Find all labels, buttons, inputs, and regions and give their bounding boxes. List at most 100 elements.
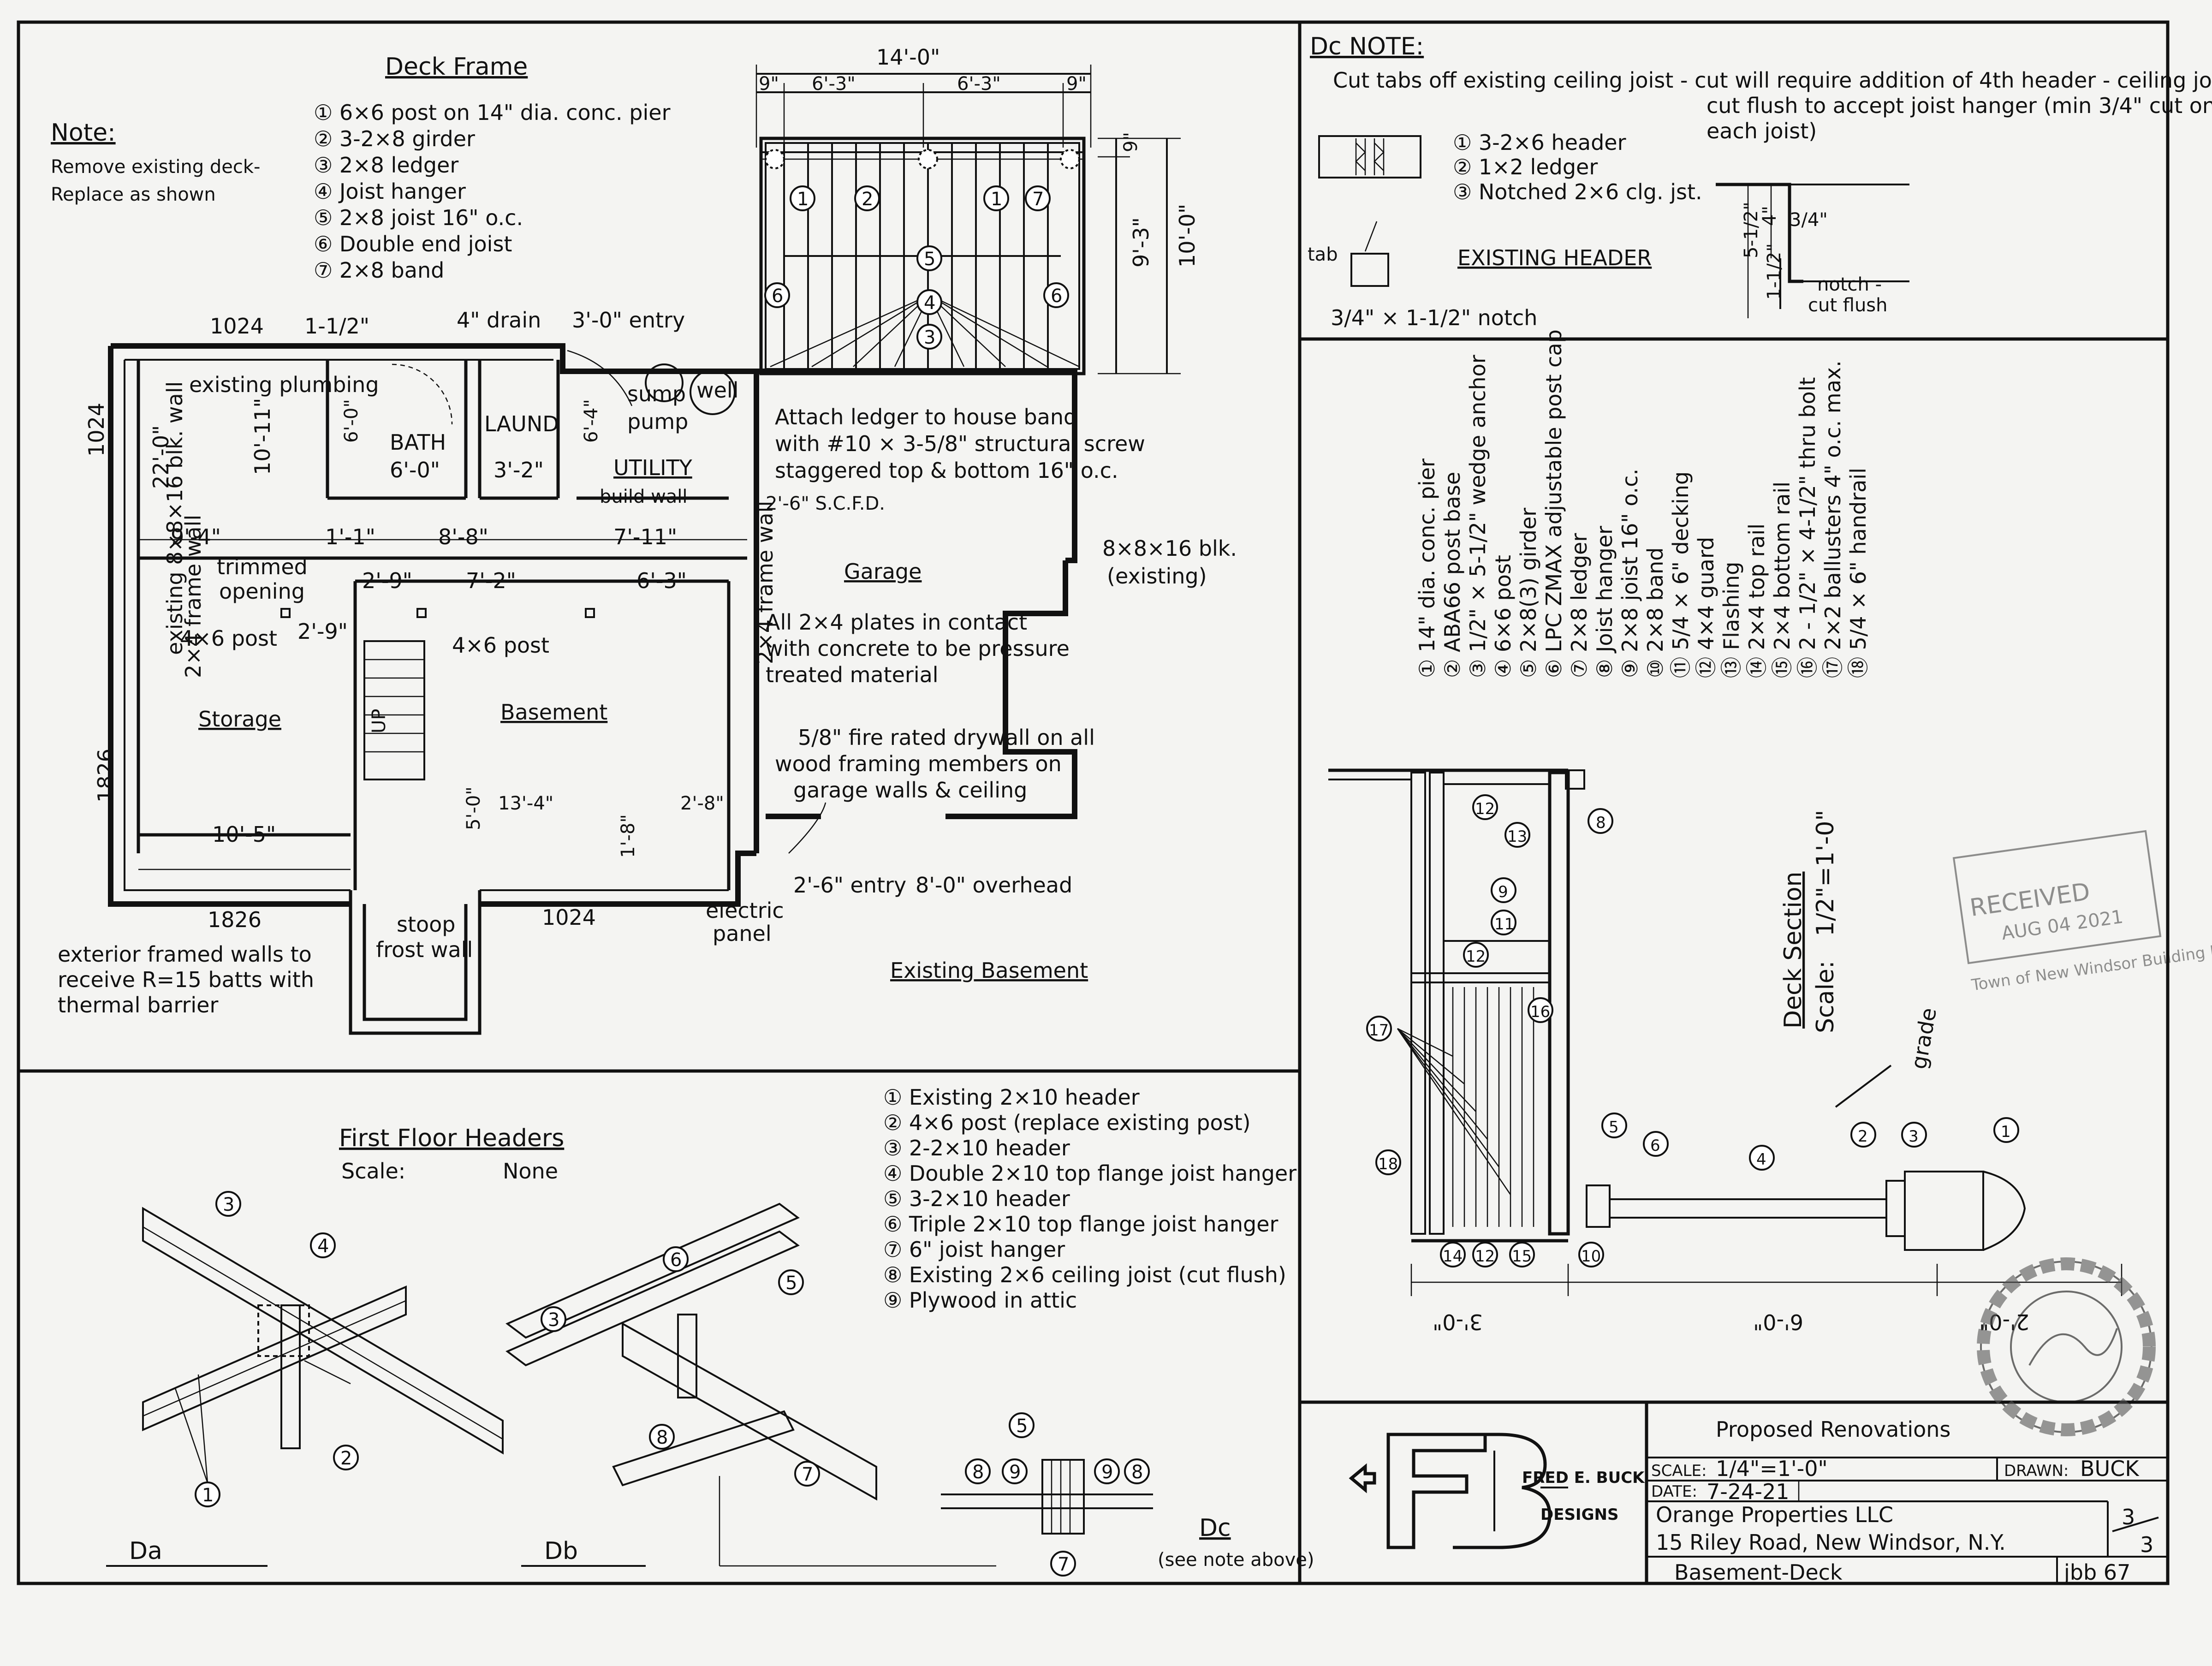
svg-text:5: 5 <box>1016 1416 1028 1437</box>
legend-1: ① 14" dia. conc. pier <box>1415 458 1439 678</box>
firm-designs: DESIGNS <box>1540 1505 1618 1524</box>
plates-note-1: All 2×4 plates in contact <box>766 610 1027 635</box>
insulation-note-1: exterior framed walls to <box>58 942 312 967</box>
svg-text:6: 6 <box>1650 1136 1660 1155</box>
post-left-label: 4×6 post <box>180 626 277 651</box>
dc-item-2: ② 1×2 ledger <box>1453 155 1598 179</box>
dc-note-line-1: Cut tabs off existing ceiling joist - cu… <box>1333 68 2212 93</box>
section-dim-6-0: 6'-0" <box>1753 1309 1803 1334</box>
svg-text:8: 8 <box>656 1427 668 1448</box>
blk-wall-label: existing 8×8×16 blk. wall <box>162 381 187 655</box>
dc-sub-label: (see note above) <box>1158 1549 1314 1571</box>
entry-top-label: 3'-0" entry <box>572 308 685 333</box>
deck-section-legend: ① 14" dia. conc. pier ② ABA66 post base … <box>1415 329 1871 678</box>
frame-wall-left-label: 2×4 frame wall <box>181 515 206 678</box>
svg-text:6: 6 <box>1051 286 1062 307</box>
legend-6: ⑥ LPC ZMAX adjustable post cap <box>1541 329 1566 678</box>
storage-label: Storage <box>198 707 281 732</box>
grade-label: grade <box>1906 1006 1941 1071</box>
headers-item-5: ⑤ 3-2×10 header <box>883 1186 1070 1211</box>
db-label: Db <box>544 1537 578 1565</box>
dc-note-section: Dc NOTE: Cut tabs off existing ceiling j… <box>1308 33 2212 330</box>
dim-1826-bottom: 1826 <box>208 907 262 932</box>
dim-6-4: 6'-4" <box>581 399 602 443</box>
dim-1024-bottom: 1024 <box>542 905 596 930</box>
svg-text:3: 3 <box>924 327 935 348</box>
dc-item-1: ① 3-2×6 header <box>1453 130 1626 155</box>
svg-text:7: 7 <box>802 1464 813 1485</box>
dc-note-line-2: cut flush to accept joist hanger (min 3/… <box>1707 93 2212 118</box>
ledger-note-line-3: staggered top & bottom 16" o.c. <box>775 458 1118 483</box>
post-mid-label: 4×6 post <box>452 633 549 658</box>
sheet-total: 3 <box>2140 1532 2153 1557</box>
headers-item-3: ③ 2-2×10 header <box>883 1136 1070 1160</box>
date-label: DATE: <box>1651 1482 1697 1501</box>
tab-label: tab <box>1308 244 1338 265</box>
legend-8: ⑧ Joist hanger <box>1592 526 1617 678</box>
entry-bottom-label: 2'-6" entry <box>793 873 906 898</box>
electric-panel-label-2: panel <box>713 921 772 946</box>
svg-text:5: 5 <box>785 1273 797 1294</box>
drawn-label: DRAWN: <box>2004 1462 2069 1480</box>
date-value: 7-24-21 <box>1707 1479 1790 1504</box>
headers-scale-label: Scale: <box>341 1159 405 1184</box>
svg-text:13: 13 <box>1507 827 1527 846</box>
electric-panel-label: electric <box>706 898 784 923</box>
dim-9-4: 9'-4" <box>171 524 221 549</box>
deck-section-detail: ① 14" dia. conc. pier ② ABA66 post base … <box>1328 329 2212 1436</box>
notch-detail: 5-1/2" 4" 1-1/2" 3/4" notch - cut flush <box>1716 183 1909 318</box>
deck-callout-markers: 1 2 1 7 5 4 3 6 6 <box>764 185 1069 350</box>
headers-item-7: ⑦ 6" joist hanger <box>883 1237 1065 1262</box>
legend-16: ⑯ 2 - 1/2" × 4-1/2" thru bolt <box>1795 377 1820 678</box>
drain-label: 4" drain <box>457 308 541 333</box>
dim-1826-left: 1826 <box>93 749 118 803</box>
svg-text:12: 12 <box>1475 1247 1495 1266</box>
existing-basement-label: Existing Basement <box>890 958 1088 983</box>
notch-size-label: 3/4" × 1-1/2" notch <box>1331 305 1537 330</box>
scale-value: 1/4"=1'-0" <box>1716 1456 1828 1481</box>
headers-item-9: ⑨ Plywood in attic <box>883 1288 1077 1313</box>
basement-label: Basement <box>500 700 607 725</box>
deck-frame-item-4: ④ Joist hanger <box>314 179 466 204</box>
sheet-border <box>17 20 2170 1585</box>
scfd-label: 2'-6" S.C.F.D. <box>766 493 885 514</box>
svg-text:4: 4 <box>924 292 935 314</box>
section-callout-markers: 12 13 8 9 11 12 16 17 18 5 6 4 2 3 1 14 … <box>1366 794 2019 1267</box>
svg-text:8: 8 <box>1131 1462 1143 1483</box>
legend-3: ③ 1/2" × 5-1/2" wedge anchor <box>1465 355 1490 678</box>
svg-text:5: 5 <box>924 249 935 270</box>
legend-5: ⑤ 2×8(3) girder <box>1516 508 1541 678</box>
client-name: Orange Properties LLC <box>1656 1502 1893 1527</box>
well-label: well <box>696 378 738 403</box>
legend-14: ⑭ 2×4 top rail <box>1744 524 1769 678</box>
plates-note-3: treated material <box>766 662 939 687</box>
deck-dim-side-9: 9" <box>1120 132 1142 152</box>
deck-frame-item-7: ⑦ 2×8 band <box>314 258 444 283</box>
svg-text:4: 4 <box>317 1236 329 1257</box>
svg-text:8: 8 <box>972 1462 984 1483</box>
detail-db: 3 6 5 8 7 Db <box>505 1202 877 1567</box>
deck-dim-side-10-0: 10'-0" <box>1175 204 1200 268</box>
dim-1024-left: 1024 <box>84 403 109 457</box>
basement-floor-plan: UP 1024 1-1/2" 4" drain 3'-0" entry exis… <box>58 308 1237 1035</box>
note-remove-deck: Note: Remove existing deck- Replace as s… <box>51 119 260 205</box>
sump-pump-label: sump <box>627 381 686 406</box>
blk-existing-label-2: (existing) <box>1107 564 1207 589</box>
scale-label: SCALE: <box>1651 1462 1707 1480</box>
trimmed-opening-label: trimmed <box>217 554 308 579</box>
utility-label: UTILITY <box>613 455 693 480</box>
headers-item-8: ⑧ Existing 2×6 ceiling joist (cut flush) <box>883 1262 1286 1287</box>
dim-6-0-h: 6'-0" <box>390 458 440 482</box>
svg-text:10: 10 <box>1581 1247 1601 1266</box>
deck-section-scale: 1/2"=1'-0" <box>1812 810 1839 936</box>
dim-1-1-2: 1-1/2" <box>304 314 369 339</box>
ledger-note-line-2: with #10 × 3-5/8" structural screw <box>775 431 1145 456</box>
note-line-1: Remove existing deck- <box>51 156 260 178</box>
blk-existing-label: 8×8×16 blk. <box>1102 536 1237 561</box>
headers-item-2: ② 4×6 post (replace existing post) <box>883 1110 1251 1135</box>
sump-pump-label-2: pump <box>627 409 688 434</box>
dim-6-0-v: 6'-0" <box>341 399 362 443</box>
svg-text:14: 14 <box>1443 1247 1463 1266</box>
svg-text:12: 12 <box>1466 947 1486 966</box>
headers-item-1: ① Existing 2×10 header <box>883 1085 1140 1110</box>
